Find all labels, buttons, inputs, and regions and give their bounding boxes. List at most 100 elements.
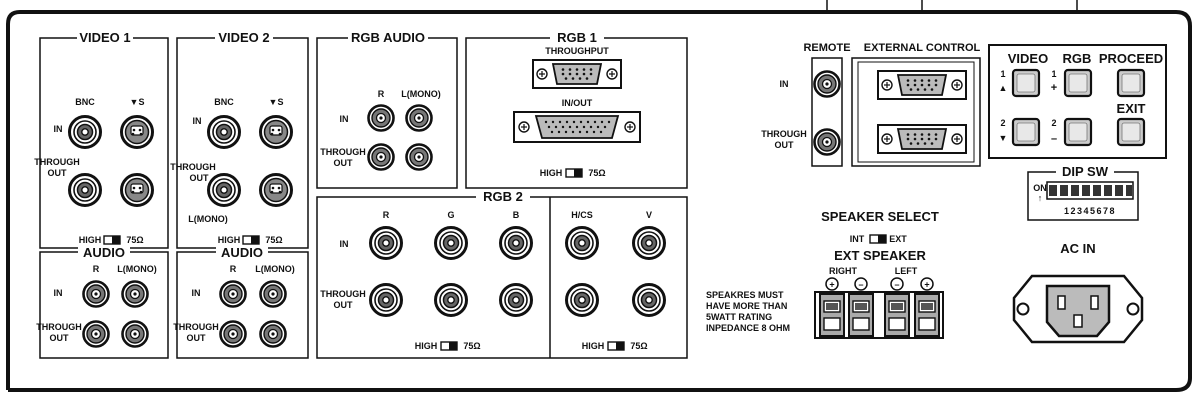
audio2-r-out-jack[interactable] <box>219 320 247 348</box>
exit-button-title: EXIT <box>1117 101 1146 116</box>
rgb-2-minus-button[interactable] <box>1063 117 1093 147</box>
proceed-button[interactable] <box>1116 68 1146 98</box>
speaker-section: SPEAKER SELECT INT EXT EXT SPEAKER RIGHT… <box>706 209 944 339</box>
video1-out-label: OUT <box>48 168 68 178</box>
speaker-right-minus-terminal[interactable] <box>848 293 874 337</box>
rgb-audio-l-in-jack[interactable] <box>405 104 433 132</box>
speaker-right-plus-terminal[interactable] <box>819 293 845 337</box>
rgb-button-title: RGB <box>1063 51 1092 66</box>
audio1-r-in-jack[interactable] <box>82 280 110 308</box>
rgb1-inout-port[interactable] <box>513 111 641 143</box>
speaker-left-plus-terminal[interactable] <box>914 293 940 337</box>
video2-termination-switch[interactable] <box>242 235 260 245</box>
dip-on-label: ON <box>1033 183 1047 193</box>
external-control-section: EXTERNAL CONTROL <box>851 42 981 167</box>
rgb1-throughput-port[interactable] <box>533 60 621 88</box>
rgb-audio-r-in-jack[interactable] <box>367 104 395 132</box>
rgb2-v-label: V <box>646 210 652 220</box>
remote-out-label: OUT <box>775 140 795 150</box>
rgb2-b-in-jack[interactable] <box>499 226 533 260</box>
ext-speaker-title: EXT SPEAKER <box>834 248 926 263</box>
audio2-l-in-jack[interactable] <box>259 280 287 308</box>
audio2-section: AUDIO R L(MONO) IN THROUGH OUT <box>173 245 309 359</box>
audio1-r-out-jack[interactable] <box>82 320 110 348</box>
rgb2-hcs-in-jack[interactable] <box>565 226 599 260</box>
button-panel: VIDEO RGB PROCEED 1 ▲ 1 + EXIT 2 ▼ 2 – <box>988 44 1167 159</box>
speaker-select-switch[interactable] <box>869 234 887 244</box>
audio1-section: AUDIO R L(MONO) IN THROUGH OUT <box>36 245 169 359</box>
dip-switch-bank[interactable] <box>1046 181 1134 200</box>
ac-power-inlet[interactable] <box>1012 274 1144 344</box>
video2-bnc-in-jack[interactable] <box>207 115 241 149</box>
rgb2-ohm-label: 75Ω <box>463 341 480 351</box>
rgb2-r-out-jack[interactable] <box>369 283 403 317</box>
video2-bnc-out-jack[interactable] <box>207 173 241 207</box>
speaker-left-minus-sign: – <box>894 280 899 290</box>
speaker-left-minus-terminal[interactable] <box>884 293 910 337</box>
video1-bnc-label: BNC <box>75 97 95 107</box>
audio2-r-in-jack[interactable] <box>219 280 247 308</box>
rgb-2-label: 2 <box>1051 118 1056 128</box>
panel-outline <box>6 10 1192 392</box>
video1-s-in-jack[interactable] <box>120 115 154 149</box>
audio2-r-label: R <box>230 264 237 274</box>
external-control-port-1[interactable] <box>878 71 966 99</box>
audio1-l-out-jack[interactable] <box>121 320 149 348</box>
video2-s-label: ▼S <box>269 97 284 107</box>
rgb1-title: RGB 1 <box>557 30 597 45</box>
video2-in-label: IN <box>193 116 202 126</box>
remote-title: REMOTE <box>803 42 850 54</box>
external-control-port-2[interactable] <box>878 125 966 153</box>
speaker-right-plus-sign: + <box>829 280 834 290</box>
audio1-l-in-jack[interactable] <box>121 280 149 308</box>
audio2-in-label: IN <box>192 288 201 298</box>
speaker-right-minus-sign: – <box>858 280 863 290</box>
rgb1-throughput-label: THROUGHPUT <box>545 46 609 56</box>
rgb2-g-out-jack[interactable] <box>434 283 468 317</box>
rgb2-ohm2-label: 75Ω <box>630 341 647 351</box>
rgb2-termination-switch[interactable] <box>440 341 458 351</box>
rgb1-termination-switch[interactable] <box>565 168 583 178</box>
video2-lmono-label: L(MONO) <box>188 214 228 224</box>
video2-high-label: HIGH <box>218 235 241 245</box>
video2-through-label: THROUGH <box>170 162 216 172</box>
audio2-title: AUDIO <box>221 245 263 260</box>
rgb2-sync-termination-switch[interactable] <box>607 341 625 351</box>
rgb2-b-out-jack[interactable] <box>499 283 533 317</box>
video1-bnc-out-jack[interactable] <box>68 173 102 207</box>
dip-switch-section: DIP SW ON ↑ 12345678 <box>1027 164 1139 221</box>
remote-through-jack[interactable] <box>813 128 841 156</box>
video-1-up-button[interactable] <box>1011 68 1041 98</box>
video1-s-out-jack[interactable] <box>120 173 154 207</box>
video1-title: VIDEO 1 <box>79 30 130 45</box>
video2-s-in-jack[interactable] <box>259 115 293 149</box>
rgb2-g-in-jack[interactable] <box>434 226 468 260</box>
video1-s-label: ▼S <box>130 97 145 107</box>
video1-bnc-in-jack[interactable] <box>68 115 102 149</box>
rgb2-v-in-jack[interactable] <box>632 226 666 260</box>
minus-icon: – <box>1051 133 1057 145</box>
rgb-audio-r-label: R <box>378 89 385 99</box>
video2-s-out-jack[interactable] <box>259 173 293 207</box>
ac-in-section: AC IN <box>1012 241 1144 344</box>
video2-out-label: OUT <box>190 173 210 183</box>
plus-icon: + <box>1051 82 1057 94</box>
exit-button[interactable] <box>1116 117 1146 147</box>
remote-in-jack[interactable] <box>813 70 841 98</box>
rgb2-high-label: HIGH <box>415 341 438 351</box>
video1-termination-switch[interactable] <box>103 235 121 245</box>
speaker-select-title: SPEAKER SELECT <box>821 209 939 224</box>
rgb2-high2-label: HIGH <box>582 341 605 351</box>
rgb2-hcs-out-jack[interactable] <box>565 283 599 317</box>
audio2-l-out-jack[interactable] <box>259 320 287 348</box>
rgb2-in-label: IN <box>340 239 349 249</box>
rgb-audio-l-out-jack[interactable] <box>405 143 433 171</box>
rgb-audio-r-out-jack[interactable] <box>367 143 395 171</box>
video-2-down-button[interactable] <box>1011 117 1041 147</box>
rgb2-v-out-jack[interactable] <box>632 283 666 317</box>
remote-in-label: IN <box>780 79 789 89</box>
rgb2-r-in-jack[interactable] <box>369 226 403 260</box>
rgb-1-plus-button[interactable] <box>1063 68 1093 98</box>
speaker-note-line-3: 5WATT RATING <box>706 312 772 322</box>
video1-high-label: HIGH <box>79 235 102 245</box>
